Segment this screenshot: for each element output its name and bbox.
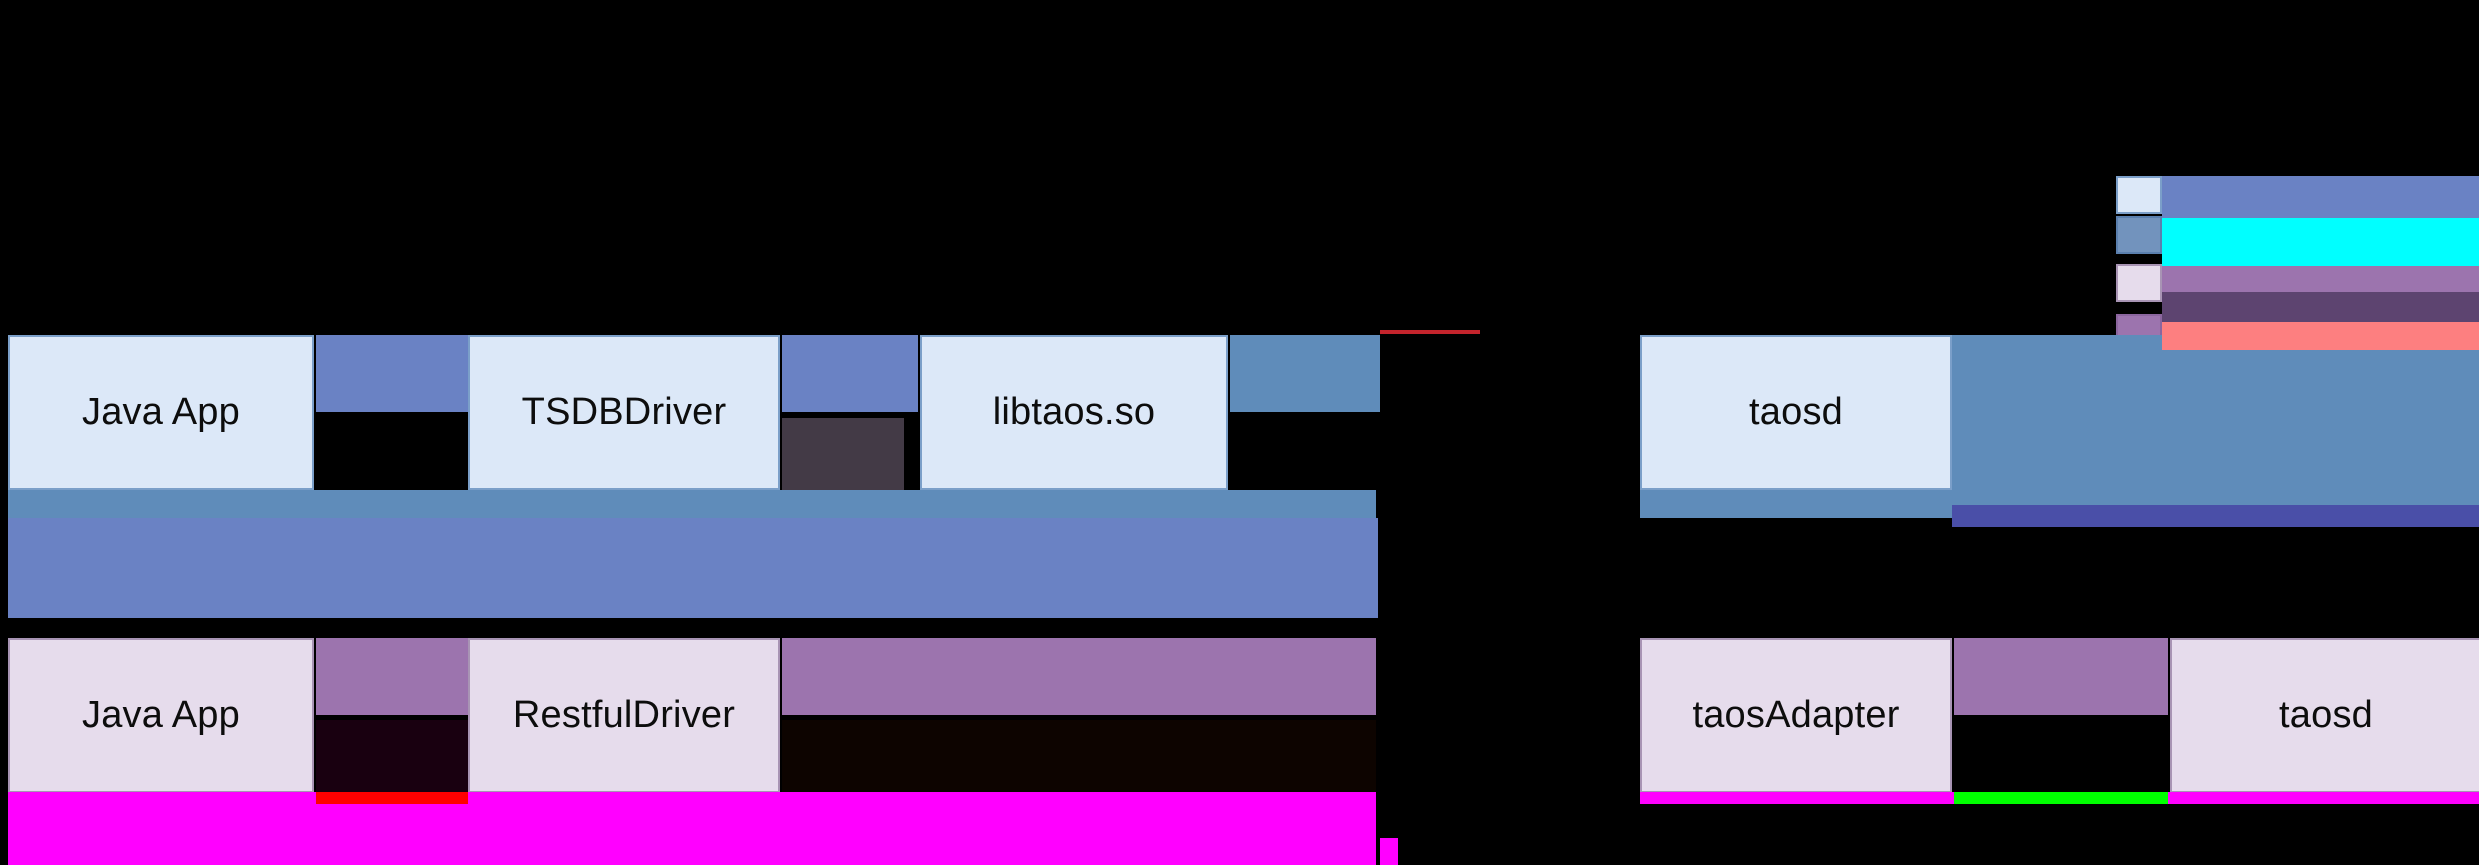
overlay-ov-a02 — [782, 335, 918, 412]
legend-item-rest-box — [2116, 264, 2172, 302]
overlay-ov-b09 — [1640, 792, 1954, 804]
arrow-restfuldriver-to-adapter-head-icon — [1618, 705, 1638, 731]
node-taosd-rest[interactable]: taosd — [2170, 638, 2479, 793]
overlay-ov-b11 — [2168, 792, 2479, 804]
overlay-ov-b12 — [8, 804, 1376, 865]
node-label: taosd — [2279, 694, 2373, 736]
overlay-ov-b08 — [468, 792, 1376, 804]
overlay-ov-b10 — [1954, 792, 2168, 804]
overlay-ov-a01 — [316, 335, 468, 412]
legend-item-native-line — [2116, 216, 2172, 254]
overlay-ov-a04 — [782, 418, 904, 490]
arrow-libtaos-to-taosd-head-icon — [1618, 402, 1638, 428]
overlay-ov-a05 — [1380, 330, 1480, 334]
overlay-ov-b05 — [782, 720, 1376, 792]
node-label: libtaos.so — [992, 391, 1156, 433]
node-label: taosAdapter — [1692, 694, 1900, 736]
overlay-ov-b03 — [1954, 638, 2168, 715]
node-label: RestfulDriver — [512, 694, 736, 736]
overlay-ov-a09 — [8, 518, 1378, 618]
node-restful-driver[interactable]: RestfulDriver — [468, 638, 780, 793]
overlay-ov-b13 — [1380, 838, 1398, 865]
overlay-ov-b04 — [316, 720, 468, 792]
node-java-app-native[interactable]: Java App — [8, 335, 314, 490]
overlay-ov-b06 — [316, 792, 468, 804]
node-label: Java App — [82, 694, 240, 736]
overlay-ov-leg1 — [2162, 176, 2479, 218]
arrow-libtaos-to-taosd — [1230, 412, 1620, 418]
node-tsdb-driver[interactable]: TSDBDriver — [468, 335, 780, 490]
overlay-ov-leg3 — [2162, 266, 2479, 292]
arrow-javaapp-to-restfuldriver — [316, 715, 448, 721]
node-label: Java App — [82, 391, 240, 433]
arrow-javaapp-to-tsdbdriver — [316, 412, 448, 418]
legend-swatch-native-line — [2116, 216, 2162, 254]
overlay-ov-b02 — [782, 638, 1376, 715]
legend-swatch-rest-box — [2116, 264, 2162, 302]
arrow-tsdbdriver-to-libtaos — [782, 412, 900, 418]
legend-item-native-box — [2116, 176, 2172, 214]
overlay-ov-leg4 — [2162, 292, 2479, 322]
overlay-ov-a10 — [1952, 335, 2479, 518]
legend-swatch-native-box — [2116, 176, 2162, 214]
node-taosd-native[interactable]: taosd — [1640, 335, 1952, 490]
node-label: taosd — [1749, 391, 1843, 433]
overlay-ov-leg2 — [2162, 218, 2479, 266]
node-taos-adapter[interactable]: taosAdapter — [1640, 638, 1952, 793]
overlay-ov-b07 — [8, 792, 316, 804]
overlay-ov-a03 — [1230, 335, 1380, 412]
overlay-ov-b01 — [316, 638, 468, 715]
overlay-ov-a11 — [1952, 505, 2479, 527]
arrow-restfuldriver-to-adapter — [782, 715, 1620, 721]
overlay-ov-a08 — [1640, 490, 1952, 518]
node-java-app-rest[interactable]: Java App — [8, 638, 314, 793]
node-label: TSDBDriver — [521, 391, 727, 433]
node-libtaos-so[interactable]: libtaos.so — [920, 335, 1228, 490]
arrow-adapter-to-taosd — [1954, 715, 2150, 721]
overlay-ov-a07 — [8, 490, 1376, 518]
overlay-ov-leg5 — [2162, 322, 2479, 350]
